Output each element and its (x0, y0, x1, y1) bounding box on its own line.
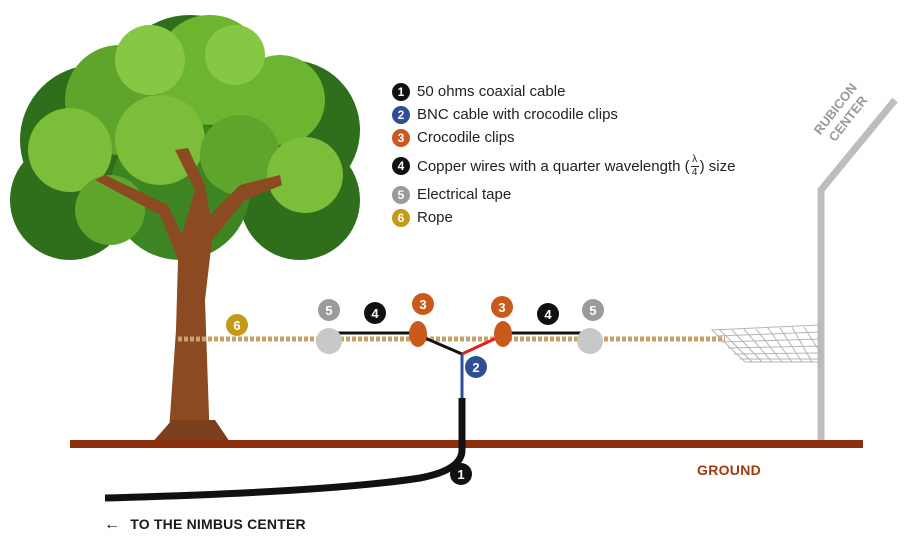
tree-trunk (95, 148, 282, 445)
legend-label-suffix: ) size (699, 157, 736, 175)
left-arrow-icon: ← (104, 516, 121, 533)
ground-line (70, 440, 863, 448)
legend-item-rope: 6 Rope (392, 206, 812, 229)
marker-coax: 1 (450, 463, 472, 485)
legend-label: 50 ohms coaxial cable (417, 83, 566, 100)
tree (10, 15, 360, 445)
legend-label: Rope (417, 209, 453, 226)
electrical-tape-right (577, 328, 603, 354)
electrical-tape-left (316, 328, 342, 354)
legend-item-copper: 4 Copper wires with a quarter wavelength… (392, 149, 812, 183)
marker-copper-left: 4 (364, 302, 386, 324)
ground-label: GROUND (697, 462, 762, 478)
marker-clip-right: 3 (491, 296, 513, 318)
legend-item-bnc: 2 BNC cable with crocodile clips (392, 103, 812, 126)
legend-badge: 2 (392, 105, 410, 124)
rubicon-pole (817, 97, 898, 440)
marker-tape-right: 5 (582, 299, 604, 321)
legend-badge: 6 (392, 208, 410, 227)
crocodile-clip-right (494, 321, 512, 347)
nimbus-label: ← TO THE NIMBUS CENTER (104, 516, 306, 534)
fraction-bar (690, 165, 699, 167)
legend-badge: 5 (392, 185, 410, 204)
nimbus-label-text: TO THE NIMBUS CENTER (130, 516, 306, 532)
legend-label: Electrical tape (417, 186, 512, 203)
crocodile-clip-left (409, 321, 427, 347)
fraction-denominator: 4 (691, 166, 698, 178)
legend-item-coaxial: 1 50 ohms coaxial cable (392, 80, 812, 103)
marker-bnc: 2 (465, 356, 487, 378)
legend-badge: 3 (392, 128, 410, 147)
legend-item-tape: 5 Electrical tape (392, 183, 812, 206)
marker-clip-left: 3 (412, 293, 434, 315)
legend: 1 50 ohms coaxial cable 2 BNC cable with… (392, 80, 812, 229)
legend-item-clips: 3 Crocodile clips (392, 126, 812, 149)
marker-tape-left: 5 (318, 299, 340, 321)
legend-label: BNC cable with crocodile clips (417, 106, 618, 123)
legend-label: Crocodile clips (417, 129, 515, 146)
marker-rope: 6 (226, 314, 248, 336)
marker-copper-right: 4 (537, 303, 559, 325)
legend-badge: 1 (392, 82, 410, 101)
legend-label: Copper wires with a quarter wavelength ( (417, 157, 690, 175)
tree-foliage (10, 15, 360, 260)
legend-badge: 4 (392, 157, 410, 175)
fraction-numerator: λ (692, 153, 698, 165)
net (710, 324, 821, 363)
wavelength-fraction: λ 4 (690, 153, 699, 178)
